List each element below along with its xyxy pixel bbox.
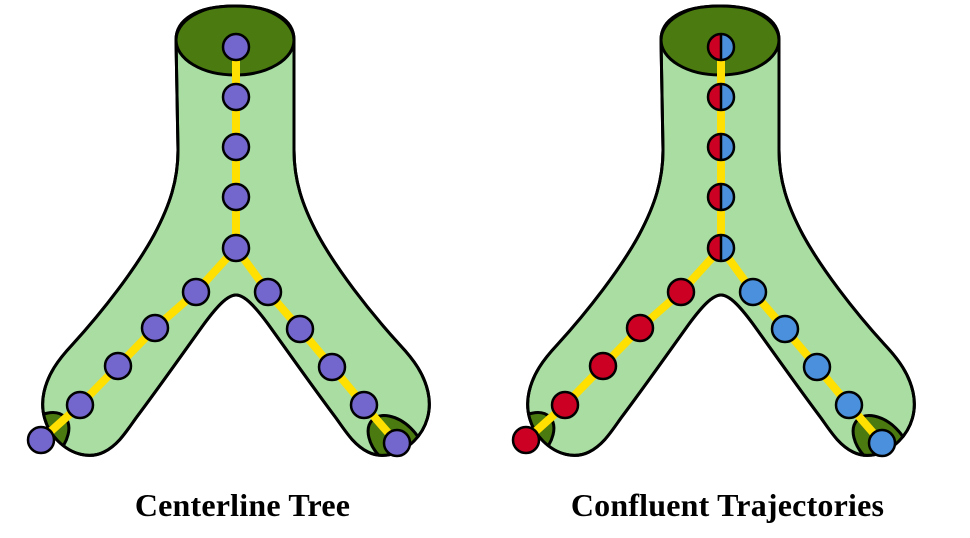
centerline-nodes: [26, 32, 412, 458]
centerline-node-n2[interactable]: [221, 82, 251, 112]
centerline-node-n4[interactable]: [221, 182, 251, 212]
centerline-node-m14[interactable]: [834, 390, 864, 420]
centerline-node-n8[interactable]: [103, 351, 133, 381]
centerline-node-n12[interactable]: [285, 314, 315, 344]
centerline-node-m8[interactable]: [588, 351, 618, 381]
centerline-node-n1[interactable]: [221, 32, 251, 62]
centerline-nodes: [511, 32, 897, 458]
centerline-node-m15[interactable]: [867, 428, 897, 458]
centerline-node-m12[interactable]: [770, 314, 800, 344]
centerline-node-n6[interactable]: [181, 277, 211, 307]
vessel-tube-outline: [526, 4, 916, 457]
centerline-node-n15[interactable]: [382, 428, 412, 458]
panel-confluent-trajectories: Confluent Trajectories: [485, 0, 970, 538]
centerline-node-n14[interactable]: [349, 390, 379, 420]
centerline-node-n11[interactable]: [253, 277, 283, 307]
centerline-node-n9[interactable]: [65, 390, 95, 420]
centerline-node-m9[interactable]: [550, 390, 580, 420]
vessel-tube-outline: [41, 4, 431, 457]
centerline-node-m6[interactable]: [666, 277, 696, 307]
centerline-node-n10[interactable]: [26, 425, 56, 455]
centerline-node-m7[interactable]: [625, 313, 655, 343]
centerline-node-n7[interactable]: [140, 313, 170, 343]
centerline-tree-diagram: [26, 4, 431, 458]
panel-centerline-tree: Centerline Tree: [26, 4, 431, 523]
centerline-node-n5[interactable]: [221, 233, 251, 263]
confluent-trajectories-diagram: [511, 4, 916, 458]
centerline-node-m13[interactable]: [802, 352, 832, 382]
centerline-node-m11[interactable]: [738, 277, 768, 307]
centerline-node-n3[interactable]: [221, 132, 251, 162]
panel-caption-centerline-tree: Centerline Tree: [134, 487, 351, 523]
centerline-node-n13[interactable]: [317, 352, 347, 382]
panel-caption-confluent-trajectories: Confluent Trajectories: [570, 487, 885, 523]
centerline-node-m10[interactable]: [511, 425, 541, 455]
